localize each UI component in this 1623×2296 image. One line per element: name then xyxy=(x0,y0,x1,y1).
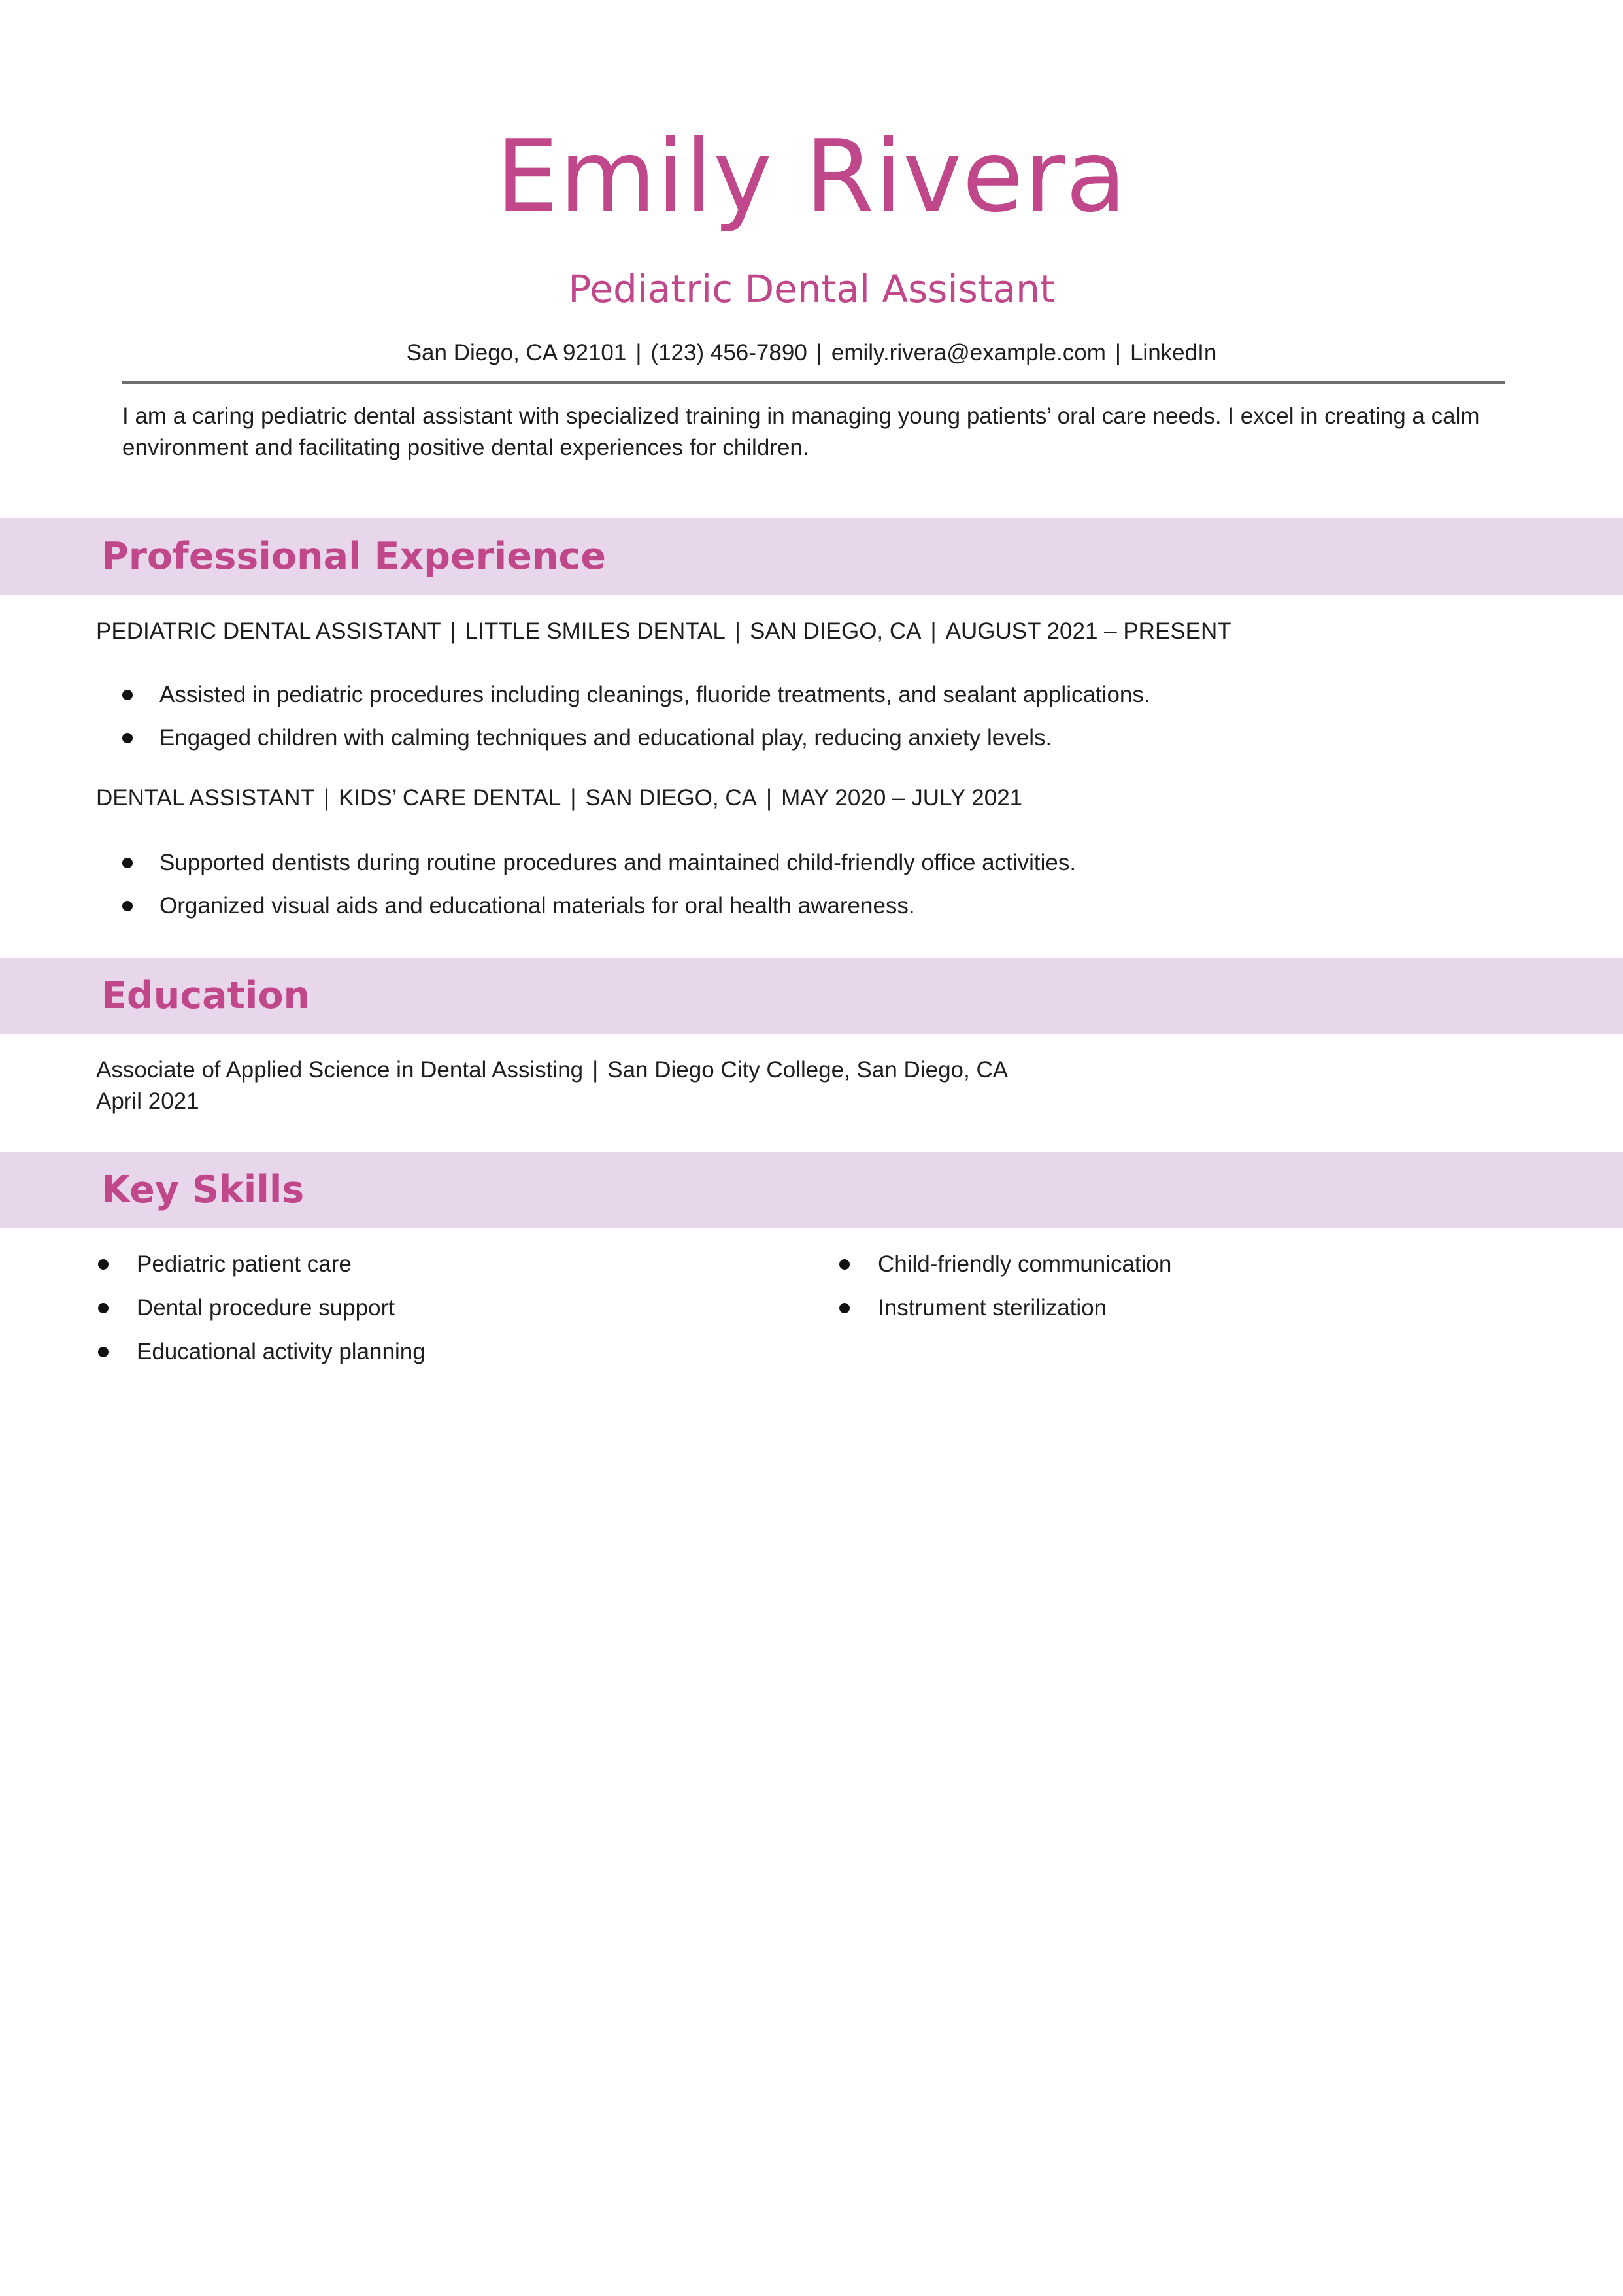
candidate-title: Pediatric Dental Assistant xyxy=(568,267,1055,311)
job-bullet-list: Assisted in pediatric procedures includi… xyxy=(122,679,1150,766)
education-degree: Associate of Applied Science in Dental A… xyxy=(96,1057,584,1083)
job-role: DENTAL ASSISTANT xyxy=(96,785,314,811)
section-band-skills: Key Skills xyxy=(0,1152,1623,1228)
list-item: Instrument sterilization xyxy=(837,1292,1171,1336)
skills-list-right: Child-friendly communication Instrument … xyxy=(837,1249,1171,1336)
contact-phone: (123) 456-7890 xyxy=(650,340,807,365)
contact-separator: | xyxy=(635,340,642,365)
list-item: Dental procedure support xyxy=(96,1292,426,1336)
section-heading-experience: Professional Experience xyxy=(101,535,606,578)
education-line: Associate of Applied Science in Dental A… xyxy=(96,1055,1008,1086)
list-item: Educational activity planning xyxy=(96,1336,426,1380)
job-separator: | xyxy=(323,785,329,811)
job-separator: | xyxy=(765,785,773,811)
job-header: PEDIATRIC DENTAL ASSISTANT | LITTLE SMILES… xyxy=(96,616,1231,647)
bullet-icon xyxy=(98,1303,109,1313)
job-dates: MAY 2020 – JULY 2021 xyxy=(781,785,1023,811)
bullet-text: Assisted in pediatric procedures includi… xyxy=(159,682,1150,707)
job-separator: | xyxy=(930,618,937,644)
bullet-icon xyxy=(122,690,133,700)
job-header: DENTAL ASSISTANT | KIDS’ CARE DENTAL | SAN D… xyxy=(96,783,1022,814)
contact-line: San Diego, CA 92101 | (123) 456-7890 | emily… xyxy=(0,337,1623,369)
section-band-experience: Professional Experience xyxy=(0,518,1623,595)
job-bullet-list: Supported dentists during routine proced… xyxy=(122,847,1076,934)
contact-linkedin-link[interactable]: LinkedIn xyxy=(1129,340,1217,365)
education-entry: Associate of Applied Science in Dental A… xyxy=(96,1055,1008,1117)
skill-text: Instrument sterilization xyxy=(878,1295,1107,1321)
job-separator: | xyxy=(570,785,577,811)
job-company: KIDS’ CARE DENTAL xyxy=(338,785,561,811)
bullet-icon xyxy=(98,1259,109,1270)
bullet-icon xyxy=(122,733,133,743)
bullet-text: Organized visual aids and educational ma… xyxy=(159,893,915,919)
bullet-text: Engaged children with calming techniques… xyxy=(159,725,1052,751)
list-item: Supported dentists during routine proced… xyxy=(122,847,1076,890)
list-item: Pediatric patient care xyxy=(96,1249,426,1292)
skill-text: Child-friendly communication xyxy=(878,1251,1172,1277)
contact-email[interactable]: emily.rivera@example.com xyxy=(831,340,1106,365)
summary-text: I am a caring pediatric dental assistant… xyxy=(122,403,1480,460)
bullet-text: Supported dentists during routine proced… xyxy=(159,850,1077,875)
job-separator: | xyxy=(734,618,741,644)
job-dates: AUGUST 2021 – PRESENT xyxy=(945,618,1231,644)
section-band-education: Education xyxy=(0,958,1623,1034)
contact-separator: | xyxy=(816,340,822,365)
bullet-icon xyxy=(839,1259,850,1270)
job-role: PEDIATRIC DENTAL ASSISTANT xyxy=(96,618,441,644)
skills-list-left: Pediatric patient care Dental procedure … xyxy=(96,1249,426,1380)
bullet-icon xyxy=(98,1347,109,1357)
skill-text: Dental procedure support xyxy=(137,1295,395,1321)
list-item: Child-friendly communication xyxy=(837,1249,1171,1292)
section-heading-education: Education xyxy=(101,974,310,1017)
bullet-icon xyxy=(122,858,133,868)
contact-separator: | xyxy=(1114,340,1121,365)
education-school: San Diego City College, San Diego, CA xyxy=(607,1057,1009,1083)
job-location: SAN DIEGO, CA xyxy=(585,785,757,811)
education-date: April 2021 xyxy=(96,1089,199,1114)
section-heading-skills: Key Skills xyxy=(101,1168,305,1211)
header-divider xyxy=(122,381,1505,384)
bullet-icon xyxy=(839,1303,850,1313)
job-company: LITTLE SMILES DENTAL xyxy=(465,618,726,644)
list-item: Engaged children with calming techniques… xyxy=(122,722,1150,766)
job-location: SAN DIEGO, CA xyxy=(749,618,922,644)
list-item: Assisted in pediatric procedures includi… xyxy=(122,679,1150,722)
skill-text: Educational activity planning xyxy=(137,1339,426,1364)
skill-text: Pediatric patient care xyxy=(137,1251,352,1277)
contact-location: San Diego, CA 92101 xyxy=(406,340,627,365)
candidate-name: Emily Rivera xyxy=(495,118,1128,234)
bullet-icon xyxy=(122,901,133,911)
list-item: Organized visual aids and educational ma… xyxy=(122,890,1076,934)
job-separator: | xyxy=(450,618,456,644)
education-separator: | xyxy=(592,1057,599,1083)
